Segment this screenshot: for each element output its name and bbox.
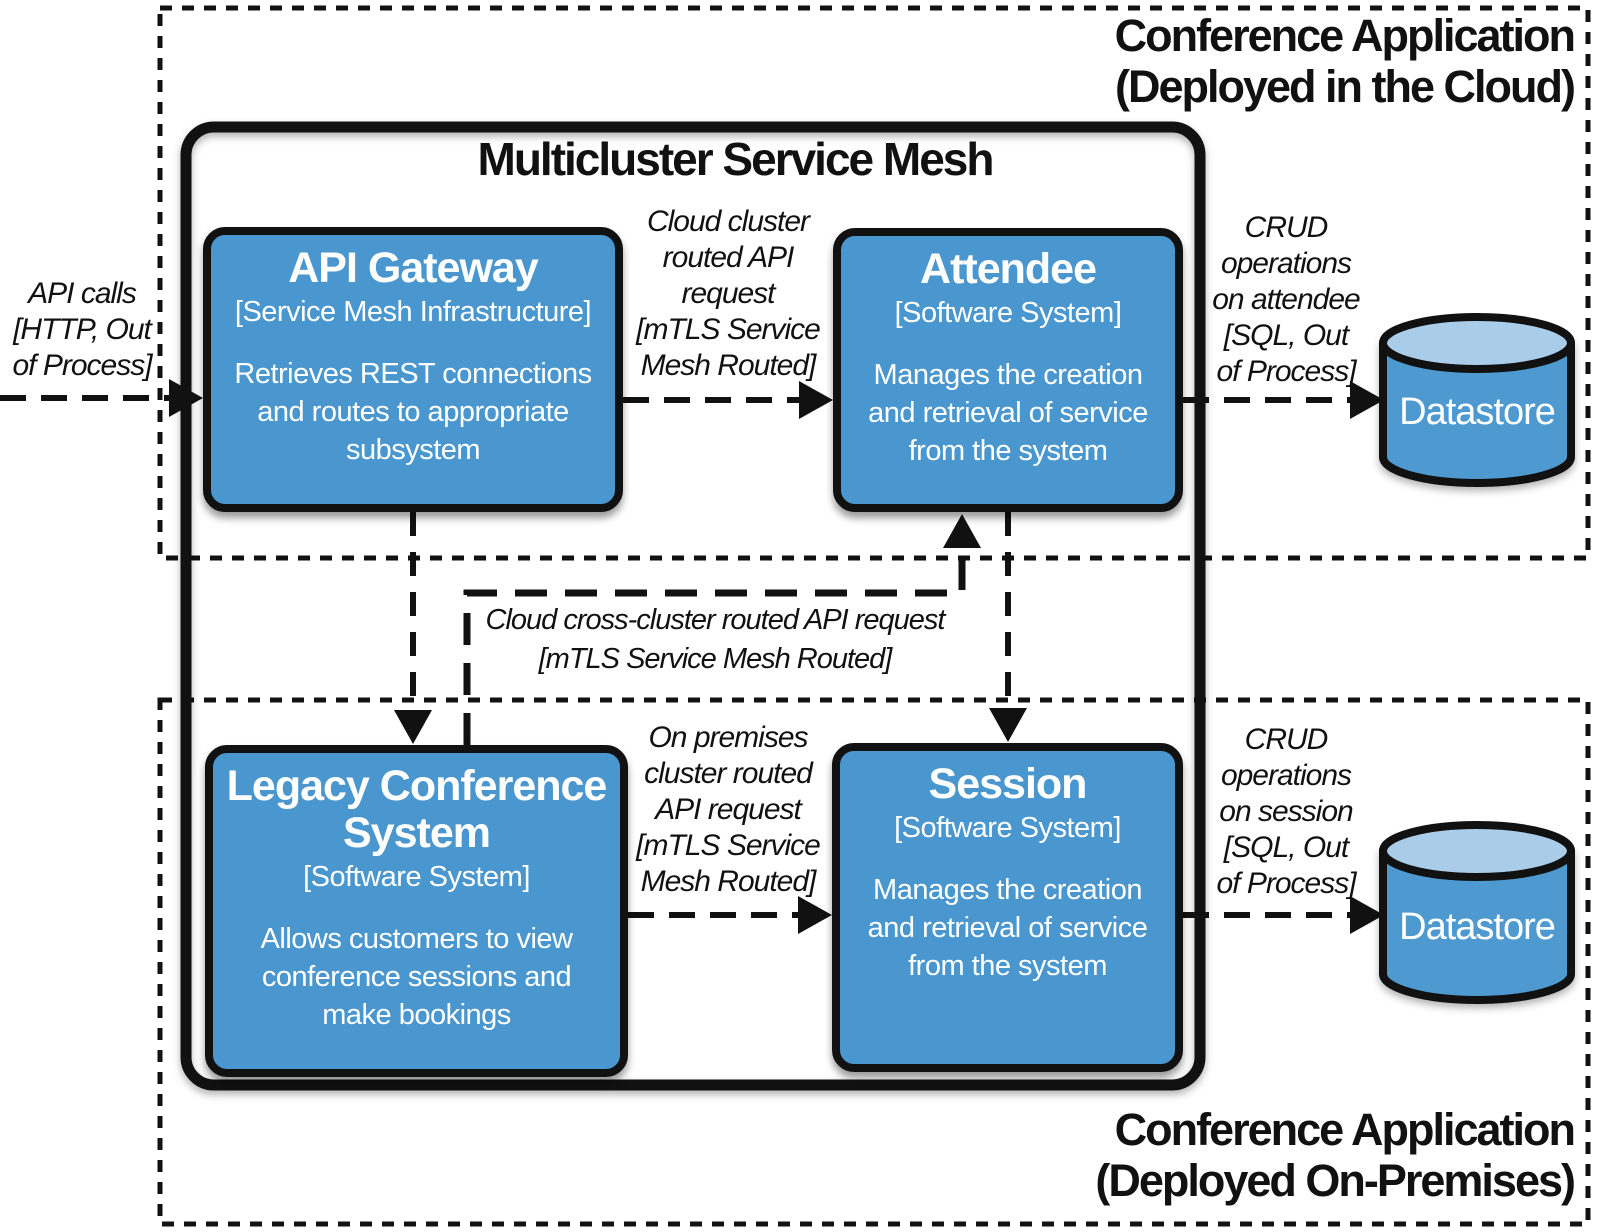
node-legacy-conference-system: Legacy Conference System [Software Syste… [205, 745, 628, 1077]
edge-attendee-to-session [989, 512, 1027, 742]
edge-label-crud-attendee: CRUD operations on attendee [SQL, Out of… [1212, 211, 1360, 388]
datastore-on-premises-cylinder [1379, 821, 1575, 1004]
on-premises-region-title: Conference Application (Deployed On-Prem… [1095, 1104, 1576, 1206]
node-description: Retrieves REST connections and routes to… [234, 358, 592, 466]
datastore-on-premises-label: Datastore [1399, 906, 1556, 948]
on-premises-region-border [157, 697, 1591, 1227]
edge-label-api-calls: API calls [HTTP, Out of Process] [12, 277, 152, 382]
edge-label-cloud-cluster-routed: Cloud cluster routed API request [mTLS S… [636, 205, 821, 382]
node-session: Session [Software System] Manages the cr… [832, 743, 1183, 1072]
node-title: Legacy Conference System [226, 762, 608, 857]
node-description: Allows customers to view conference sess… [260, 923, 573, 1031]
node-description: Manages the creation and retrieval of se… [867, 874, 1148, 982]
mesh-title: Multicluster Service Mesh [477, 133, 995, 185]
cloud-region-border [157, 5, 1591, 561]
node-description: Manages the creation and retrieval of se… [868, 359, 1148, 467]
node-attendee: Attendee [Software System] Manages the c… [833, 228, 1183, 512]
node-api-gateway: API Gateway [Service Mesh Infrastructure… [203, 227, 623, 512]
edge-label-crud-session: CRUD operations on session [SQL, Out of … [1216, 723, 1356, 900]
edge-crud-session [1183, 896, 1384, 934]
edge-cross-cluster [463, 514, 981, 745]
edge-crud-attendee [1183, 381, 1384, 419]
edge-label-cloud-cross-cluster-routed: Cloud cross-cluster routed API request [… [485, 604, 946, 675]
node-title: Session [928, 760, 1088, 808]
edge-api-calls [0, 379, 203, 417]
datastore-cloud-label: Datastore [1399, 391, 1556, 433]
node-type: [Software System] [894, 297, 1122, 329]
edge-on-premises-cluster-routed [628, 896, 832, 934]
node-title: Attendee [920, 245, 1097, 293]
node-type: [Software System] [303, 861, 530, 893]
datastore-cloud-cylinder [1379, 313, 1575, 487]
edge-api-gateway-to-legacy [394, 512, 432, 744]
node-title: API Gateway [288, 244, 539, 292]
cloud-region-title: Conference Application (Deployed in the … [1114, 10, 1576, 112]
node-type: [Software System] [894, 812, 1121, 844]
edge-label-on-premises-cluster-routed: On premises cluster routed API request [… [636, 721, 821, 898]
edge-cloud-cluster-routed [623, 381, 833, 419]
mesh-border [180, 121, 1206, 1091]
node-type: [Service Mesh Infrastructure] [234, 296, 592, 328]
